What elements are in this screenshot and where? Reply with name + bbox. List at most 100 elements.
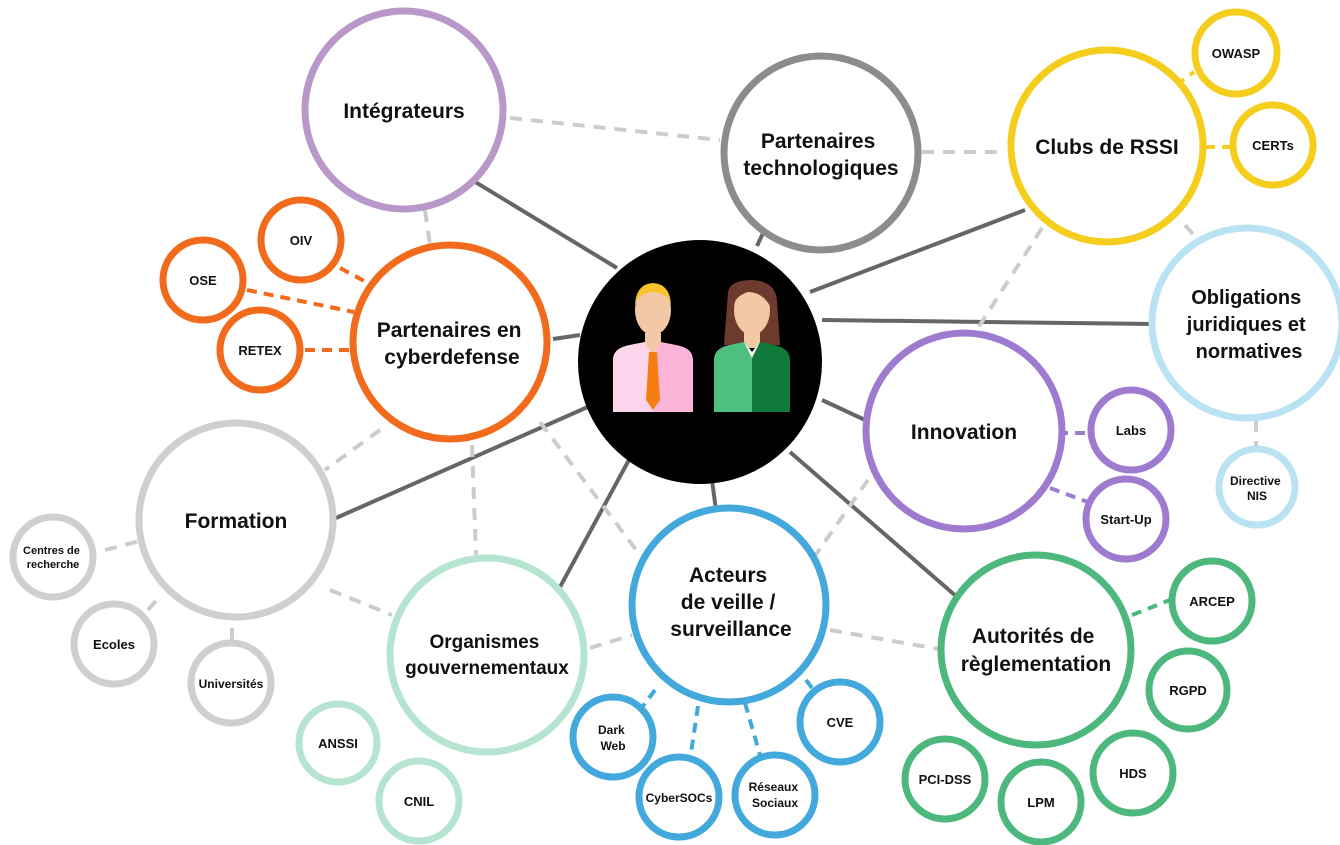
anssi-circle — [295, 700, 381, 786]
hds-circle — [1089, 729, 1177, 817]
hds-label: HDS — [1119, 766, 1147, 781]
cnil-label: CNIL — [404, 794, 434, 809]
connector-formation — [335, 404, 591, 520]
organismes-circle — [386, 554, 588, 756]
man-figure — [613, 283, 693, 412]
clubs-rssi-label: Clubs de RSSI — [1035, 136, 1179, 159]
autorites-circle — [937, 551, 1135, 749]
obligations-label: Obligations juridiques et normatives — [1186, 287, 1311, 363]
cybersocs-circle — [635, 753, 723, 841]
connector-organismes — [558, 457, 632, 588]
arcep-label: ARCEP — [1189, 594, 1235, 609]
dash-innovation-acteurs — [810, 478, 870, 562]
innovation-label: Innovation — [911, 421, 1017, 444]
dash-formation-centres — [104, 539, 141, 552]
labs-label: Labs — [1116, 423, 1146, 438]
connector-integrateurs — [470, 178, 619, 270]
cnil-circle — [375, 757, 463, 845]
universites-label: Universités — [199, 677, 264, 691]
directive-nis-label: Directive NIS — [1230, 474, 1284, 503]
node-labels: Intégrateurs Partenaires technologiques … — [23, 46, 1311, 810]
dash-cybersocs — [688, 705, 700, 761]
arcep-circle — [1168, 557, 1256, 645]
integrateurs-label: Intégrateurs — [343, 100, 464, 123]
connector-innovation — [821, 398, 866, 422]
darkweb-circle — [569, 693, 657, 781]
reseaux-circle — [731, 751, 819, 839]
certs-circle — [1229, 101, 1317, 189]
universites-circle — [187, 639, 275, 727]
lpm-circle — [997, 758, 1085, 845]
cve-label: CVE — [827, 715, 854, 730]
centres-label: Centres de recherche — [23, 545, 83, 571]
dash-formation-organismes — [329, 588, 393, 617]
acteurs-label: Acteurs de veille / surveillance — [670, 564, 791, 641]
dash-partcyber-formation — [323, 428, 382, 472]
centres-circle — [9, 513, 97, 601]
retex-label: RETEX — [238, 343, 282, 358]
dash-clubs-obligations — [1183, 223, 1200, 242]
dash-organismes-acteurs — [589, 633, 633, 650]
dash-arcep — [1131, 598, 1171, 617]
certs-label: CERTs — [1252, 138, 1294, 153]
pcidss-circle — [901, 735, 989, 823]
partenaires-cyber-circle — [349, 241, 551, 443]
woman-figure — [714, 280, 790, 412]
partenaires-tech-circle — [720, 52, 922, 254]
dash-startup — [1049, 486, 1089, 504]
lpm-label: LPM — [1027, 795, 1054, 810]
acteurs-circle — [628, 504, 830, 706]
connector-autorites — [788, 450, 959, 599]
solid-connectors — [335, 178, 1153, 599]
connector-acteurs — [710, 479, 718, 511]
ose-circle — [159, 236, 247, 324]
organismes-label: Organismes gouvernementaux — [405, 632, 569, 679]
obligations-circle — [1148, 224, 1340, 422]
dash-integrateurs-partcyber — [423, 209, 432, 246]
dash-formation-ecoles — [146, 594, 162, 612]
ecoles-circle — [70, 600, 158, 688]
rgpd-circle — [1145, 647, 1231, 733]
dash-cve — [804, 678, 814, 690]
oiv-label: OIV — [290, 233, 313, 248]
autorites-label: Autorités de règlementation — [961, 625, 1112, 676]
connector-obligations — [821, 318, 1153, 326]
connector-partenaires-cyber — [552, 333, 581, 341]
partenaires-cyber-label: Partenaires en cyberdefense — [377, 319, 528, 369]
formation-label: Formation — [185, 510, 288, 533]
owasp-label: OWASP — [1212, 46, 1261, 61]
retex-circle — [216, 306, 304, 394]
cve-circle — [796, 678, 884, 766]
ose-label: OSE — [189, 273, 217, 288]
oiv-circle — [257, 196, 345, 284]
pcidss-label: PCI-DSS — [919, 772, 972, 787]
dash-integrateurs-parttech — [509, 116, 721, 142]
anssi-label: ANSSI — [318, 736, 358, 751]
dash-ose — [246, 288, 355, 314]
dashed-connectors — [104, 116, 1258, 652]
darkweb-label: Dark Web — [598, 723, 628, 753]
dash-clubs-innovation — [976, 226, 1044, 330]
owasp-circle — [1191, 8, 1281, 98]
dash-oiv — [339, 266, 367, 284]
rgpd-label: RGPD — [1169, 683, 1207, 698]
labs-circle — [1087, 386, 1175, 474]
dash-reseaux — [743, 702, 762, 756]
innovation-circle — [862, 329, 1066, 533]
directive-nis-circle — [1215, 445, 1299, 529]
ecoles-label: Ecoles — [93, 637, 135, 652]
connector-clubs-rssi — [809, 208, 1026, 294]
partenaires-tech-label: Partenaires technologiques — [743, 130, 898, 180]
integrateurs-circle — [301, 7, 507, 213]
clubs-rssi-circle — [1007, 46, 1207, 246]
dash-partcyber-organismes — [470, 444, 478, 556]
center-node — [578, 240, 822, 484]
dash-acteurs-autorites — [829, 628, 945, 652]
two-people-icon — [613, 280, 790, 412]
formation-circle — [135, 419, 337, 621]
node-circles — [9, 7, 1340, 845]
startup-label: Start-Up — [1100, 512, 1151, 527]
cybersocs-label: CyberSOCs — [646, 791, 713, 805]
